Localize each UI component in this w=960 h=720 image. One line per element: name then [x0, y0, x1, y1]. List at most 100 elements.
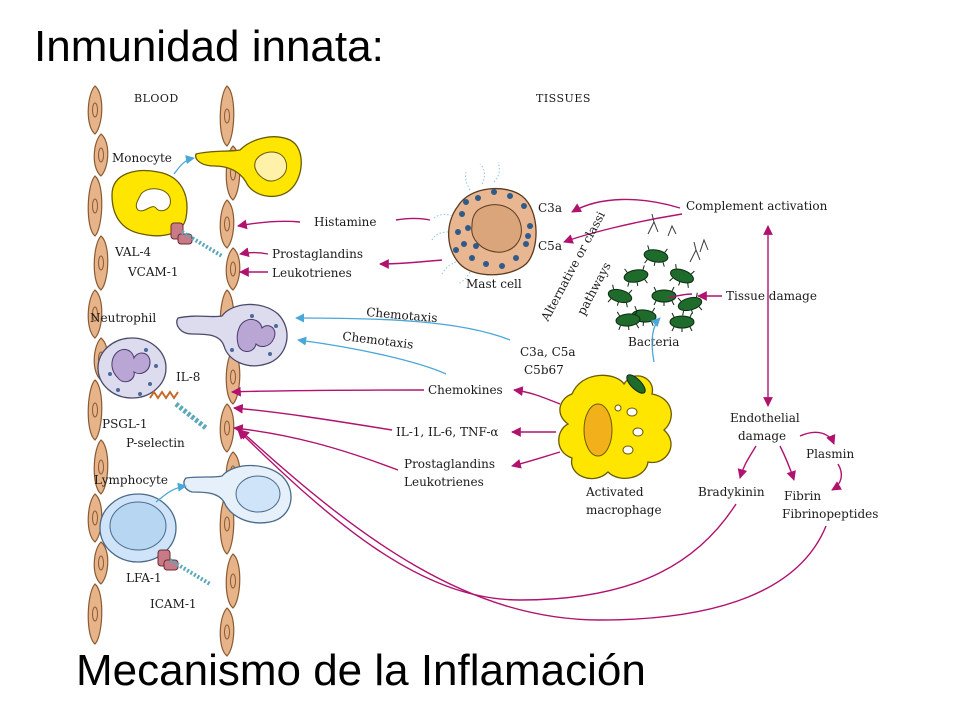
bacterium	[669, 315, 695, 329]
c3a-label: C3a	[538, 201, 562, 215]
leukotrienes-label-1: Leukotrienes	[272, 266, 352, 280]
lymphocyte-label: Lymphocyte	[94, 473, 168, 487]
fibrin-label: Fibrin	[784, 489, 821, 503]
endothelial-nucleus	[224, 108, 230, 124]
activated-macrophage	[558, 374, 672, 480]
bacterium	[643, 249, 669, 263]
endothelial-cell	[93, 235, 109, 291]
prostaglandins-label-1: Prostaglandins	[272, 247, 363, 261]
plasmin-label: Plasmin	[806, 447, 854, 461]
endothelial-nucleus	[92, 510, 98, 526]
bacterium-flagella	[669, 264, 695, 288]
endothelial-cell	[93, 439, 109, 495]
endothelial-nucleus	[224, 420, 230, 436]
endothelial-nucleus	[92, 606, 98, 622]
endothelial-cell	[225, 247, 241, 291]
mast-granule	[507, 193, 513, 199]
endothelial-cell	[87, 85, 103, 135]
endothelial-nucleus	[98, 459, 104, 475]
c3a-c5a-label: C3a, C5a	[520, 345, 576, 359]
endothelial-nucleus	[224, 624, 230, 640]
slide-subtitle: Mecanismo de la Inflamación	[76, 646, 646, 695]
c5b67-label: C5b67	[524, 363, 564, 377]
bacterium-flagella	[644, 245, 668, 267]
bacterium-flagella	[616, 309, 640, 331]
lymphocyte-migrating	[183, 464, 292, 524]
bacterium	[651, 289, 677, 303]
endothelial-nucleus	[224, 216, 230, 232]
il8-label: IL-8	[176, 370, 200, 384]
bacterium	[607, 288, 633, 304]
endothelial-nucleus	[92, 306, 98, 322]
mast-granule	[465, 225, 471, 231]
lfa1-label: LFA-1	[126, 571, 162, 585]
mast-cell-label: Mast cell	[466, 277, 522, 291]
bacterium-flagella	[677, 292, 703, 316]
mast-granule	[483, 261, 489, 267]
mast-granule	[523, 241, 529, 247]
mast-granule	[473, 243, 479, 249]
monocyte-adhesion	[170, 222, 224, 258]
lymphocyte-adhesion	[157, 549, 212, 586]
tissues-header: TISSUES	[536, 92, 591, 105]
mast-granule	[521, 203, 527, 209]
monocyte-label: Monocyte	[112, 151, 172, 165]
neutrophil-adhesion	[149, 390, 208, 430]
blood-header: BLOOD	[134, 92, 179, 105]
neutrophil-in-blood	[97, 337, 167, 399]
endothelial-nucleus	[230, 369, 236, 385]
pathways-label-2: pathways	[574, 260, 613, 318]
lymphocyte-in-blood	[99, 493, 177, 563]
endothelial-label-1: Endothelial	[730, 411, 800, 425]
endothelial-nucleus	[98, 147, 104, 163]
mast-granule	[475, 195, 481, 201]
endothelial-nucleus	[230, 261, 236, 277]
endothelial-cell	[87, 379, 103, 441]
psgl1-label: PSGL-1	[102, 417, 148, 431]
mast-granule	[513, 255, 519, 261]
endothelial-cell	[93, 541, 109, 585]
endothelial-cell	[87, 493, 103, 543]
mast-granule	[491, 189, 497, 195]
vcam1-label: VCAM-1	[127, 265, 179, 279]
endothelial-cell	[219, 199, 235, 249]
endothelial-cell	[219, 607, 235, 657]
neutrophil-label: Neutrophil	[90, 311, 156, 325]
leukotrienes-label-2: Leukotrienes	[404, 475, 484, 489]
endothelial-nucleus	[98, 555, 104, 571]
endothelial-nucleus	[98, 255, 104, 271]
prostaglandins-label-2: Prostaglandins	[404, 457, 495, 471]
histamine-label: Histamine	[314, 215, 376, 229]
macrophage-label-2: macrophage	[586, 503, 662, 517]
chemokines-label: Chemokines	[428, 383, 503, 397]
endothelial-nucleus	[92, 402, 98, 418]
mast-granule	[469, 255, 475, 261]
val4-label: VAL-4	[114, 245, 152, 259]
icam1-label: ICAM-1	[150, 597, 197, 611]
mast-granule	[459, 211, 465, 217]
mast-granule	[525, 233, 531, 239]
bacteria-cluster	[607, 245, 703, 332]
tissue-damage-label: Tissue damage	[726, 289, 817, 303]
bacteria-label: Bacteria	[628, 335, 679, 349]
macrophage-label-1: Activated	[585, 485, 644, 499]
endothelial-nucleus	[92, 102, 98, 118]
c5a-label: C5a	[538, 239, 562, 253]
fibrinopeptides-label: Fibrinopeptides	[782, 507, 878, 521]
mast-granule	[463, 199, 469, 205]
mast-granule	[527, 223, 533, 229]
endothelial-cell	[87, 175, 103, 237]
bradykinin-label: Bradykinin	[698, 485, 765, 499]
mast-granule	[455, 229, 461, 235]
slide-title: Inmunidad innata:	[34, 22, 384, 71]
bacterium	[670, 268, 694, 284]
endothelial-nucleus	[92, 198, 98, 214]
pselectin-label: P-selectin	[126, 436, 185, 450]
endothelial-cell	[219, 403, 235, 453]
endothelial-label-2: damage	[738, 429, 786, 443]
bacterium-flagella	[624, 265, 648, 287]
endothelial-nucleus	[224, 516, 230, 532]
mast-granule	[453, 247, 459, 253]
bacterium	[677, 296, 703, 312]
